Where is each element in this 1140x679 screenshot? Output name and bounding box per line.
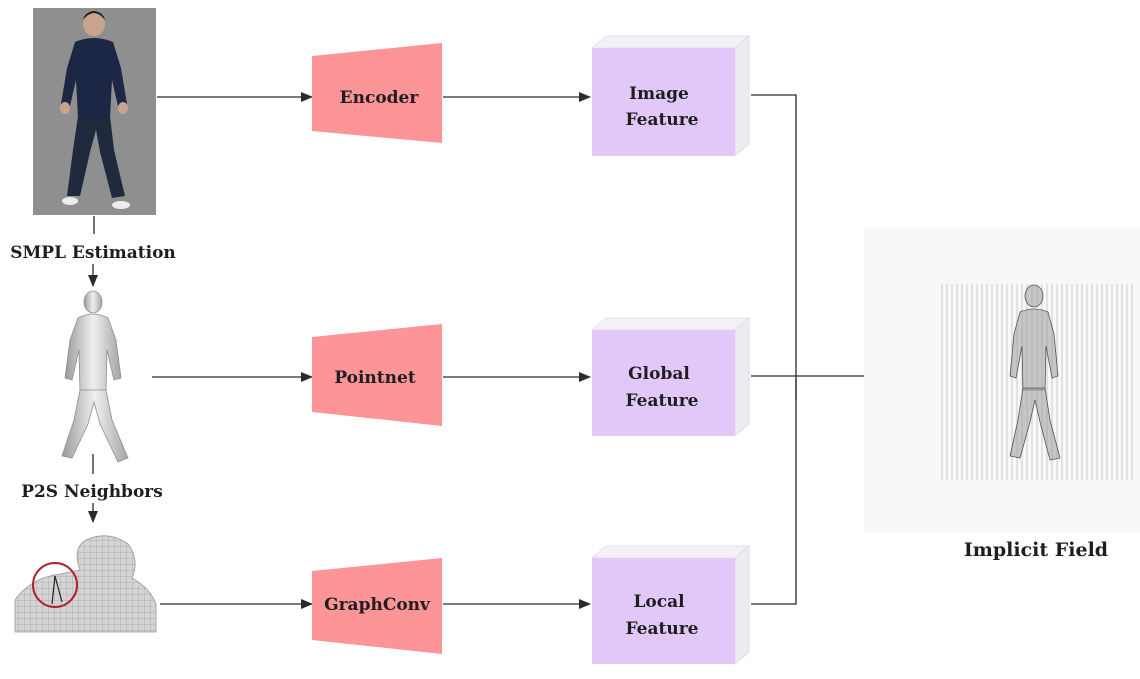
- implicit-field-label: Implicit Field: [964, 539, 1108, 561]
- local-feature-label-line2: Feature: [626, 619, 699, 639]
- graphconv-block: GraphConv: [312, 558, 442, 654]
- image-feature-label-line1: Image: [629, 84, 689, 104]
- global-feature-label-line1: Global: [628, 364, 690, 384]
- neighbor-ray: [51, 575, 56, 605]
- local-feature-connector: [751, 378, 797, 605]
- input-photo: [33, 8, 156, 215]
- implicit-field-image: [864, 228, 1140, 533]
- p2s-neighbors-label: P2S Neighbors: [21, 482, 163, 502]
- encoder-label: Encoder: [340, 88, 420, 108]
- pointnet-label: Pointnet: [334, 368, 416, 388]
- p2s-mesh-closeup: [14, 535, 157, 633]
- smpl-estimation-label: SMPL Estimation: [10, 243, 176, 263]
- highlight-circle: [32, 562, 78, 608]
- local-feature-cube: Local Feature: [590, 544, 751, 666]
- image-feature-cube: Image Feature: [590, 34, 751, 158]
- image-feature-connector: [751, 94, 797, 400]
- neighbor-ray: [54, 575, 63, 603]
- smpl-body-mesh: [61, 290, 129, 463]
- encoder-block: Encoder: [312, 43, 442, 143]
- graphconv-label: GraphConv: [324, 595, 431, 615]
- local-feature-label-line1: Local: [633, 592, 685, 612]
- pointnet-block: Pointnet: [312, 324, 442, 426]
- global-feature-cube: Global Feature: [590, 316, 751, 438]
- global-feature-label-line2: Feature: [626, 391, 699, 411]
- image-feature-label-line2: Feature: [626, 110, 699, 130]
